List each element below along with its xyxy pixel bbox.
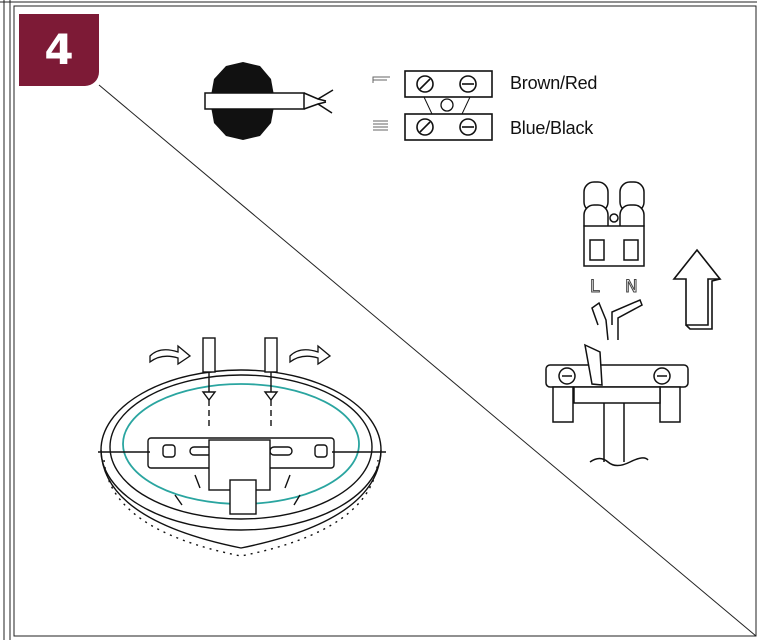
connector-pin-right: N [625, 277, 638, 297]
ceiling-base-drawing [98, 369, 386, 557]
terminal-polarity-marks [372, 76, 390, 131]
screw-terminal-icon [404, 70, 493, 141]
connector-pin-left: L [590, 277, 600, 297]
lever-connector [583, 181, 645, 267]
wire-leads [589, 299, 649, 467]
screwdriver-icon [201, 337, 279, 430]
rotate-arrow-icon [149, 344, 332, 366]
wire-label-live: Brown/Red [510, 73, 598, 93]
up-arrow-icon [672, 248, 722, 330]
wire-label-neutral: Blue/Black [510, 118, 594, 138]
cable-end-icon [204, 62, 334, 140]
diagonal-divider [98, 84, 757, 637]
step-badge: 4 [19, 14, 99, 86]
cable-clamp [545, 343, 689, 423]
